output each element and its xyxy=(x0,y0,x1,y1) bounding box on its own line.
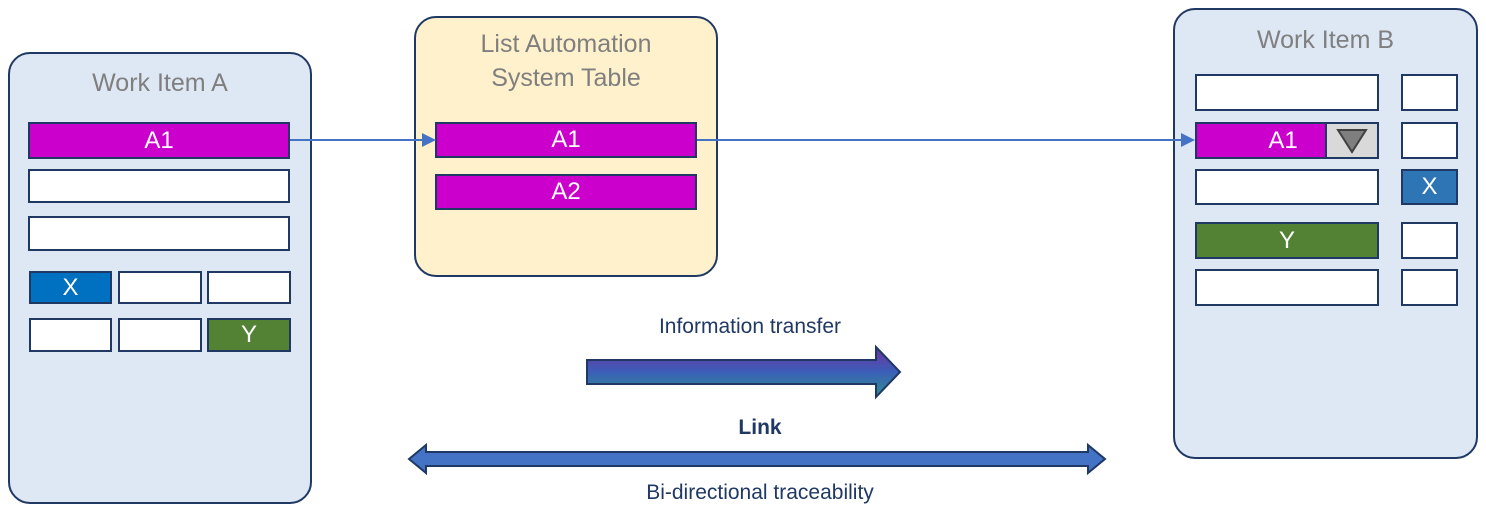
work-item-a-field-grid-2 xyxy=(118,271,202,304)
work-item-b-dropdown-toggle[interactable] xyxy=(1325,122,1379,159)
work-item-a-title: Work Item A xyxy=(92,69,228,97)
work-item-b-field-empty-1 xyxy=(1195,74,1379,111)
work-item-b-side-box-1 xyxy=(1401,74,1458,111)
work-item-a-field-grid-4 xyxy=(29,318,112,352)
work-item-a-field-a1: A1 xyxy=(28,122,290,159)
work-item-b-field-x: X xyxy=(1401,169,1458,205)
list-table-title-line1: List Automation xyxy=(480,30,652,58)
bidirectional-link-arrow-icon xyxy=(407,442,1107,476)
list-table-entry-a2: A2 xyxy=(435,174,697,210)
work-item-a-field-empty-1 xyxy=(28,169,290,203)
work-item-a-field-x: X xyxy=(29,271,112,304)
work-item-a-field-grid-5 xyxy=(118,318,202,352)
connector-a-to-table xyxy=(290,133,436,147)
work-item-b-side-box-4 xyxy=(1401,269,1458,306)
information-transfer-label: Information transfer xyxy=(658,315,842,338)
information-transfer-arrow-icon xyxy=(586,344,902,400)
connector-table-to-b xyxy=(697,133,1195,147)
list-table-title-line2: System Table xyxy=(491,64,641,92)
work-item-b-side-box-3 xyxy=(1401,222,1458,259)
work-item-b-field-y: Y xyxy=(1195,222,1379,259)
work-item-b-field-a1: A1 xyxy=(1195,122,1327,159)
work-item-a-field-empty-2 xyxy=(28,216,290,251)
link-label: Link xyxy=(738,416,782,439)
work-item-a-field-grid-3 xyxy=(207,271,291,304)
work-item-b-side-box-2 xyxy=(1401,122,1458,159)
bidirectional-traceability-label: Bi-directional traceability xyxy=(646,481,874,504)
work-item-b-field-empty-2 xyxy=(1195,169,1379,205)
work-item-b-title: Work Item B xyxy=(1256,26,1395,54)
work-item-a-field-y: Y xyxy=(207,318,291,352)
list-table-entry-a1: A1 xyxy=(435,122,697,158)
work-item-b-field-empty-3 xyxy=(1195,269,1379,306)
chevron-down-icon xyxy=(1336,128,1368,154)
